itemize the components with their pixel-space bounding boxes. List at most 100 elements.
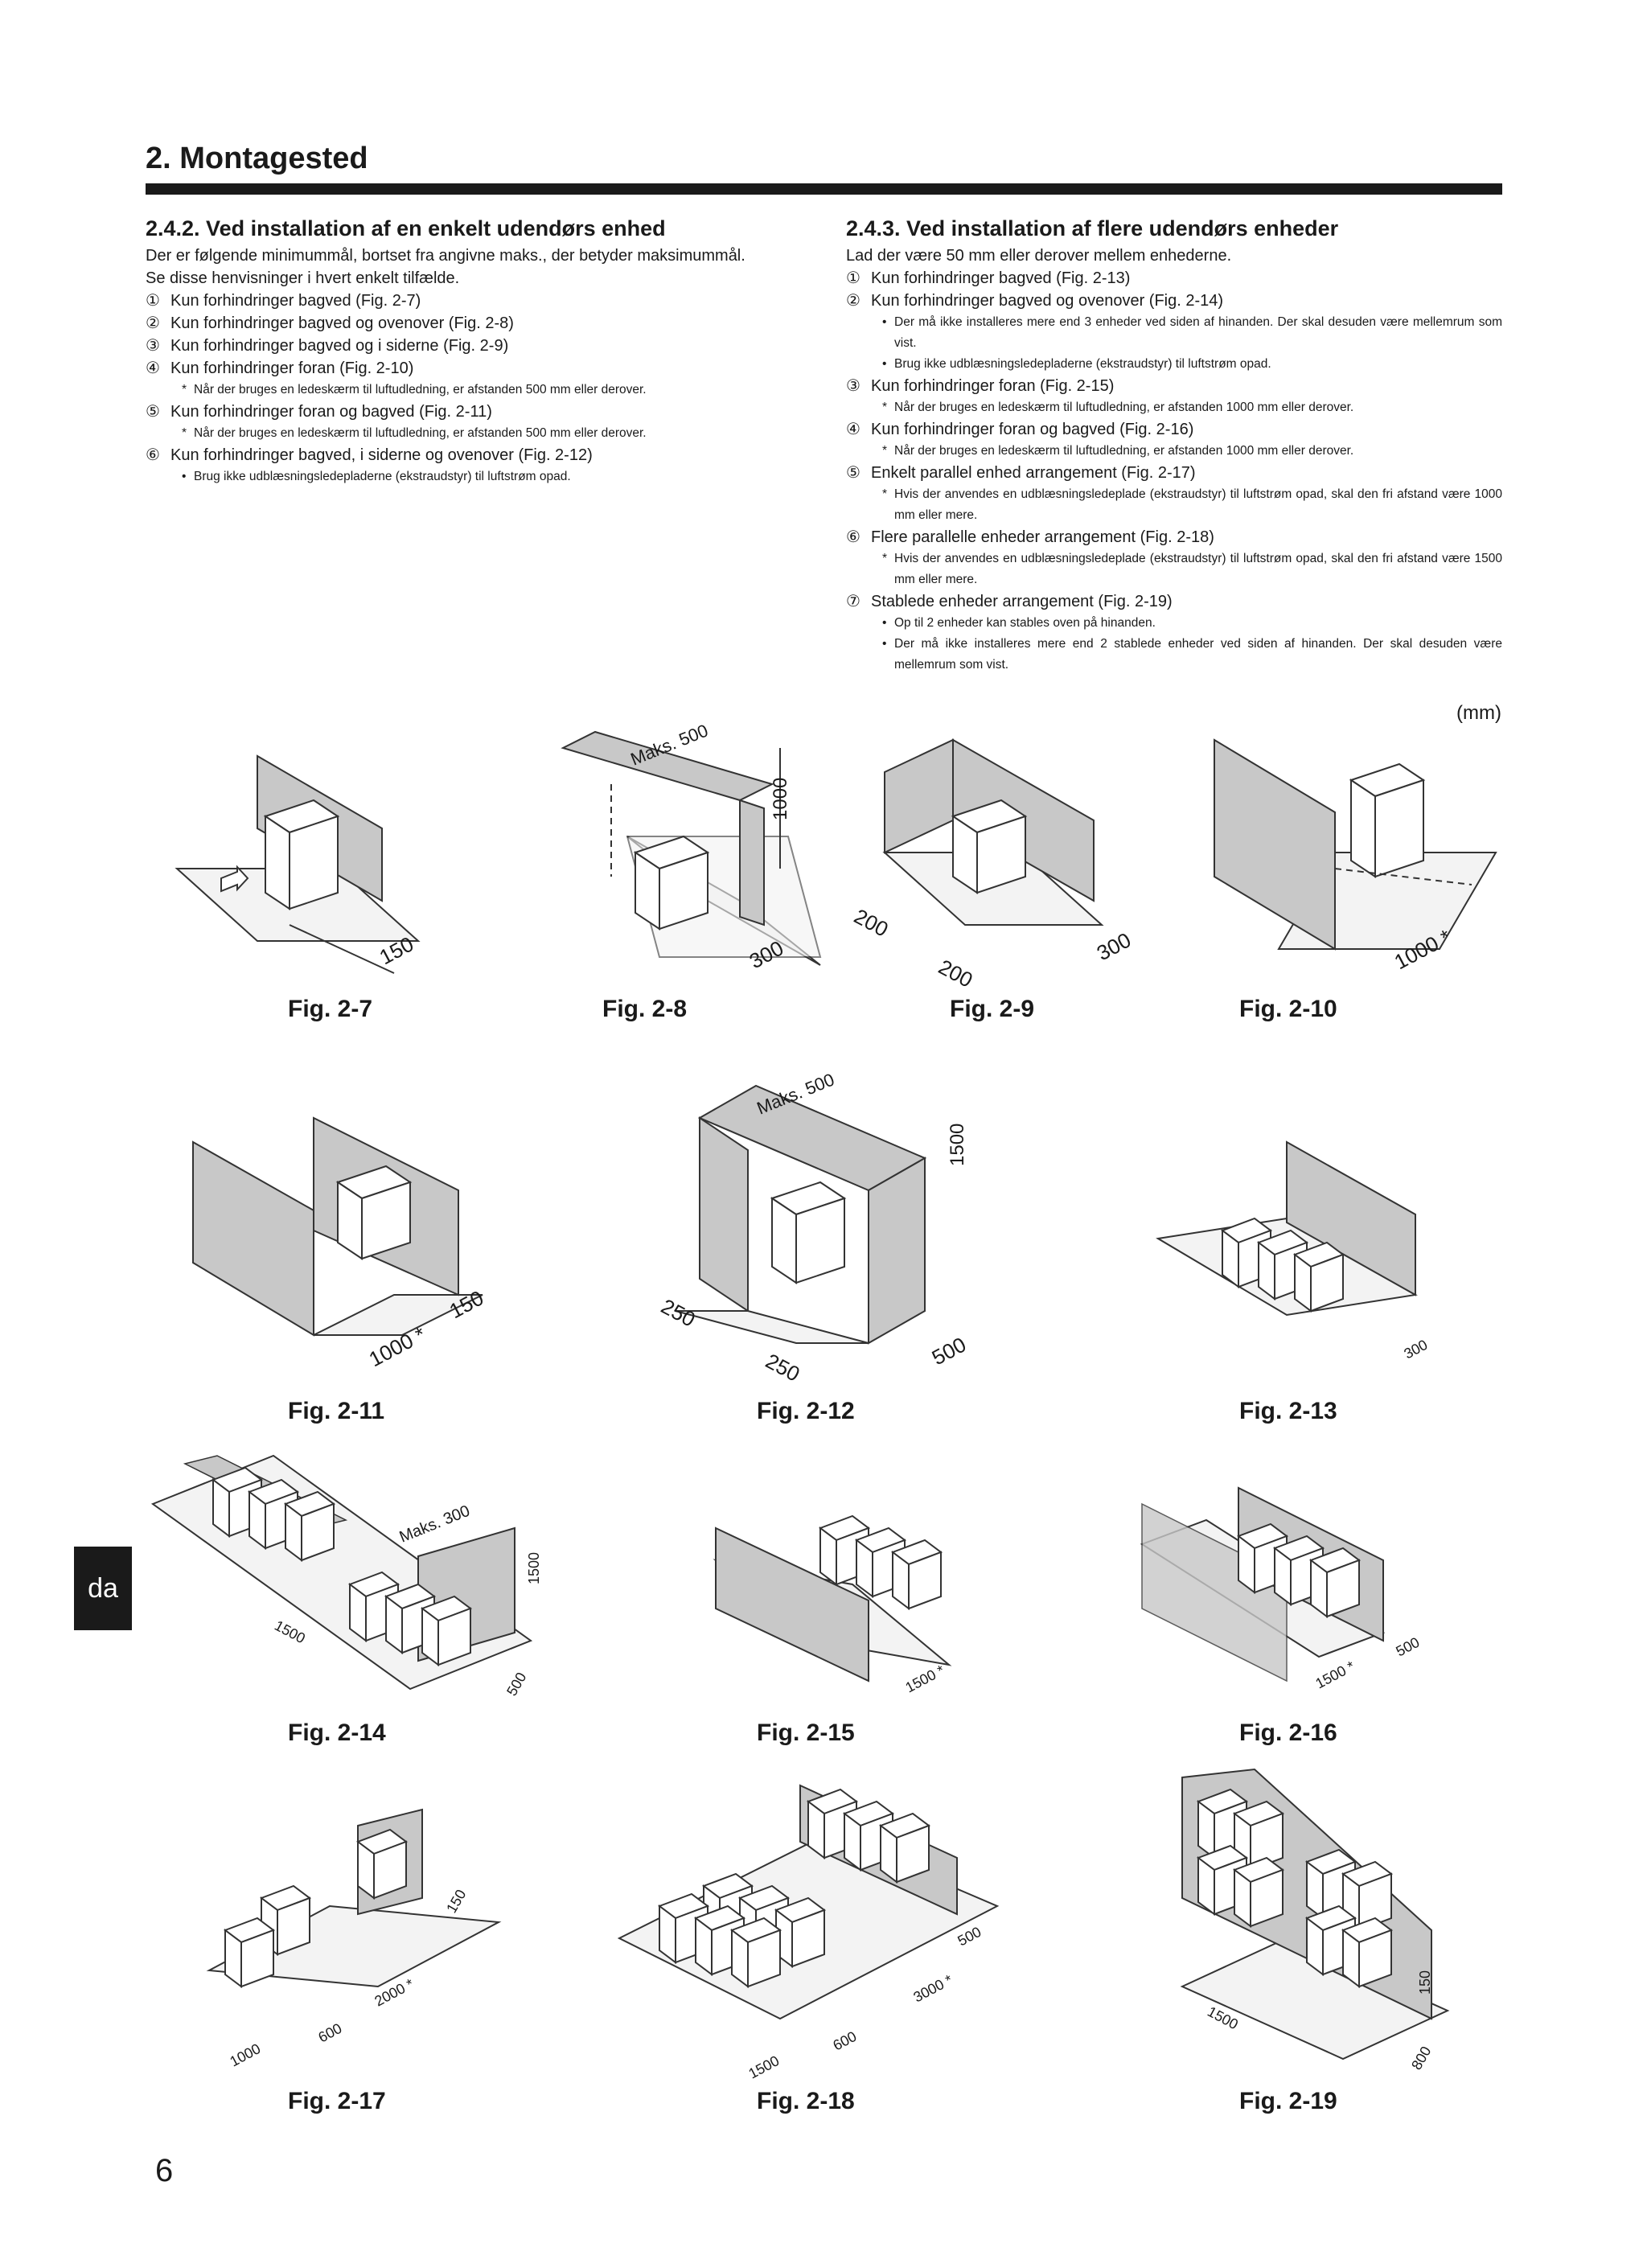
item-number: ③: [846, 377, 860, 395]
item-number: ⑦: [846, 593, 860, 610]
item-text: Kun forhindringer bagved, i siderne og o…: [170, 446, 593, 464]
note-mark: *: [882, 401, 888, 414]
item-text: Kun forhindringer bagved og ovenover (Fi…: [871, 292, 1224, 310]
dim-label: 150: [1417, 1970, 1433, 1995]
note-text: Når der bruges en ledeskærm til luftudle…: [894, 401, 1354, 414]
dim-label: 200: [934, 955, 976, 992]
item-note: *Når der bruges en ledeskærm til luftudl…: [146, 380, 813, 401]
dim-label: 250: [762, 1349, 803, 1387]
note-mark: *: [882, 552, 888, 565]
item-number: ⑥: [146, 446, 160, 464]
item-note: •Der må ikke installeres mere end 2 stab…: [846, 634, 1502, 676]
item-text: Kun forhindringer foran og bagved (Fig. …: [871, 421, 1194, 438]
item-number: ④: [846, 421, 860, 438]
left-item: ③ Kun forhindringer bagved og i siderne (…: [146, 335, 813, 357]
figure-2-17-diagram: 150 2000 * 600 1000: [206, 1808, 502, 2070]
figure-2-14-diagram: Maks. 300 1500 1500 500: [150, 1454, 542, 1699]
item-text: Kun forhindringer bagved (Fig. 2-7): [170, 292, 421, 310]
figure-2-10-diagram: 1000 *: [1214, 738, 1497, 974]
item-number: ⑤: [146, 403, 160, 421]
item-text: Kun forhindringer foran (Fig. 2-10): [170, 360, 414, 377]
item-note: * Når der bruges en ledeskærm til luftudl…: [146, 423, 813, 444]
note-text: Der må ikke installeres mere end 3 enhed…: [894, 315, 1502, 350]
item-text: Enkelt parallel enhed arrangement (Fig. …: [871, 464, 1196, 482]
figure-2-18-diagram: 500 3000 * 600 1500: [617, 1784, 1000, 2082]
title-rule: [146, 183, 1502, 195]
note-text: Brug ikke udblæsningsledepladerne (ekstr…: [194, 470, 571, 483]
language-tab: da: [74, 1547, 132, 1630]
figure-caption: Fig. 2-12: [757, 1398, 855, 1424]
figure-2-7-diagram: 150: [175, 754, 421, 974]
dim-label: 3000 *: [910, 1971, 955, 2005]
item-text: Kun forhindringer foran og bagved (Fig. …: [170, 403, 492, 421]
dim-label: Maks. 300: [397, 1502, 473, 1547]
note-text: Hvis der anvendes en udblæsningsledeplad…: [894, 552, 1502, 586]
item-number: ⑤: [846, 464, 860, 482]
figure-2-9-diagram: 200 200 300: [850, 738, 1135, 992]
figure-caption: Fig. 2-8: [602, 996, 688, 1022]
item-number: ⑥: [846, 528, 860, 546]
item-note: * Når der bruges en ledeskærm til luftudl…: [846, 397, 1502, 418]
left-intro-1: Der er følgende minimummål, bortset fra …: [146, 247, 745, 265]
figure-caption: Fig. 2-19: [1239, 2088, 1337, 2114]
figure-caption: Fig. 2-11: [288, 1398, 385, 1424]
right-item: ⑦ Stablede enheder arrangement (Fig. 2-19…: [846, 590, 1502, 613]
item-number: ①: [146, 292, 160, 310]
item-text: Flere parallelle enheder arrangement (Fi…: [871, 528, 1214, 546]
figure-2-13-diagram: 300: [1156, 1140, 1430, 1362]
figure-caption: Fig. 2-14: [288, 1719, 386, 1746]
note-mark: *: [182, 426, 187, 440]
dim-label: 1000: [227, 2040, 263, 2069]
dim-label: 500: [955, 1924, 984, 1950]
item-number: ③: [146, 337, 160, 355]
note-mark: •: [882, 357, 887, 371]
left-intro-2: Se disse henvisninger i hvert enkelt til…: [146, 269, 460, 287]
right-item: ④ Kun forhindringer foran og bagved (Fig.…: [846, 418, 1502, 441]
dim-label: 1500: [526, 1552, 542, 1584]
left-item: ① Kun forhindringer bagved (Fig. 2-7): [146, 290, 813, 312]
left-column: 2.4.2. Ved installation af en enkelt ude…: [146, 216, 813, 487]
note-mark: •: [882, 637, 887, 651]
dim-label: 250: [657, 1294, 699, 1332]
dim-label: 600: [315, 2020, 344, 2046]
figure-caption: Fig. 2-13: [1239, 1398, 1337, 1424]
item-note: *Når der bruges en ledeskærm til luftudl…: [846, 441, 1502, 462]
item-note: • Brug ikke udblæsningsledepladerne (ekst…: [846, 354, 1502, 375]
note-text: Op til 2 enheder kan stables oven på hin…: [894, 616, 1156, 630]
figure-2-8-diagram: Maks. 500 1000 300: [561, 720, 822, 973]
dim-label: 200: [850, 904, 892, 942]
item-text: Kun forhindringer bagved (Fig. 2-13): [871, 269, 1131, 287]
figure-caption: Fig. 2-9: [950, 996, 1035, 1022]
figure-2-11-diagram: 150 1000 *: [192, 1116, 487, 1371]
right-item: ⑤ Enkelt parallel enhed arrangement (Fig.…: [846, 462, 1502, 484]
left-item: ⑥ Kun forhindringer bagved, i siderne og …: [146, 444, 813, 466]
dim-label: 1500 *: [902, 1662, 947, 1695]
right-item: ⑥ Flere parallelle enheder arrangement (F…: [846, 526, 1502, 549]
item-number: ②: [846, 292, 860, 310]
figure-2-15-diagram: 1500 *: [713, 1514, 952, 1696]
item-note: * Hvis der anvendes en udblæsningsledepla…: [846, 484, 1502, 526]
item-number: ④: [146, 360, 160, 377]
note-mark: •: [882, 315, 887, 329]
item-text: Stablede enheder arrangement (Fig. 2-19): [871, 593, 1173, 610]
item-note: • Der må ikke installeres mere end 3 enhe…: [846, 312, 1502, 354]
note-text: Hvis der anvendes en udblæsningsledeplad…: [894, 487, 1502, 522]
page-number: 6: [155, 2153, 174, 2188]
note-mark: *: [882, 487, 888, 501]
unit-label: (mm): [1456, 702, 1501, 724]
item-note: • Op til 2 enheder kan stables oven på hi…: [846, 613, 1502, 634]
right-heading: 2.4.3. Ved installation af flere udendør…: [846, 216, 1339, 240]
note-text: Når der bruges en ledeskærm til luftudle…: [194, 426, 647, 440]
dim-label: 1500 *: [1312, 1658, 1357, 1691]
dim-label: 500: [928, 1332, 970, 1370]
item-text: Kun forhindringer foran (Fig. 2-15): [871, 377, 1115, 395]
note-mark: •: [882, 616, 887, 630]
item-text: Kun forhindringer bagved og i siderne (F…: [170, 337, 509, 355]
note-text: Brug ikke udblæsningsledepladerne (ekstr…: [894, 357, 1271, 371]
dim-label: 150: [443, 1887, 469, 1916]
dim-label: 1500: [947, 1124, 968, 1166]
note-mark: *: [882, 444, 888, 458]
item-text: Kun forhindringer bagved og ovenover (Fi…: [170, 314, 514, 332]
right-intro: Lad der være 50 mm eller derover mellem …: [846, 247, 1232, 265]
